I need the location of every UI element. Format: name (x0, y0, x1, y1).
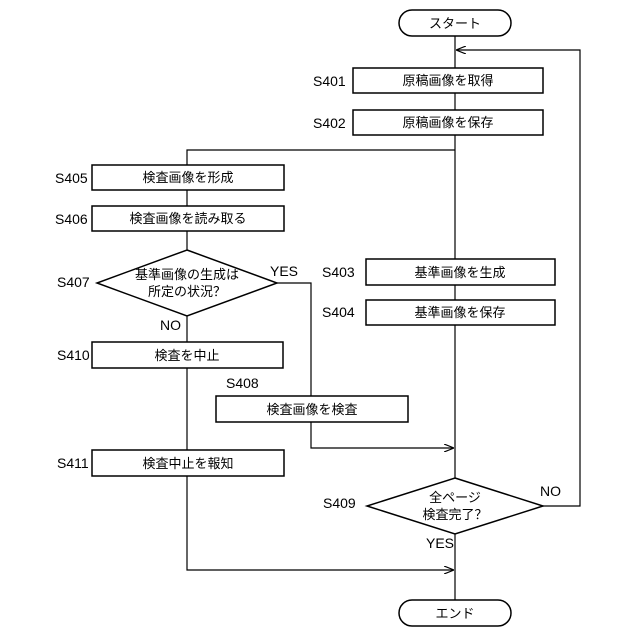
s405-text: 検査画像を形成 (142, 171, 233, 186)
s406-label: S406 (55, 211, 88, 227)
s411-text: 検査中止を報知 (142, 456, 233, 472)
s407-diamond (97, 250, 277, 316)
edge-s408-merge (311, 422, 453, 448)
s410-text: 検査を中止 (154, 349, 219, 364)
s407-no-label: NO (160, 317, 181, 333)
s407-yes-label: YES (270, 263, 298, 279)
s405-label: S405 (55, 170, 88, 186)
s401-label: S401 (313, 73, 346, 89)
s403-label: S403 (322, 264, 355, 280)
s402-label: S402 (313, 115, 346, 131)
s401-text: 原稿画像を取得 (402, 73, 493, 89)
s409-text-line1: 全ページ (429, 490, 481, 506)
s409-text-line2: 検査完了？ (422, 508, 487, 523)
edge-s402-s405 (187, 150, 455, 165)
s409-no-label: NO (540, 483, 561, 499)
s407-text-line2: 所定の状況？ (148, 285, 226, 300)
edge-s411-end (187, 476, 453, 570)
s408-label: S408 (226, 375, 259, 391)
s409-yes-label: YES (426, 535, 454, 551)
edge-s407-s408 (277, 283, 311, 396)
s411-label: S411 (57, 455, 89, 471)
s406-text: 検査画像を読み取る (129, 211, 246, 227)
s407-label: S407 (57, 274, 90, 290)
end-text: エンド (435, 607, 474, 622)
s409-label: S409 (323, 495, 356, 511)
s403-text: 基準画像を生成 (414, 265, 505, 281)
s408-text: 検査画像を検査 (266, 403, 357, 418)
s404-label: S404 (322, 304, 355, 320)
s409-diamond (367, 478, 543, 534)
s404-text: 基準画像を保存 (414, 305, 505, 321)
start-text: スタート (429, 17, 481, 32)
s402-text: 原稿画像を保存 (402, 115, 493, 131)
s407-text-line1: 基準画像の生成は (135, 267, 239, 283)
s410-label: S410 (57, 347, 90, 363)
